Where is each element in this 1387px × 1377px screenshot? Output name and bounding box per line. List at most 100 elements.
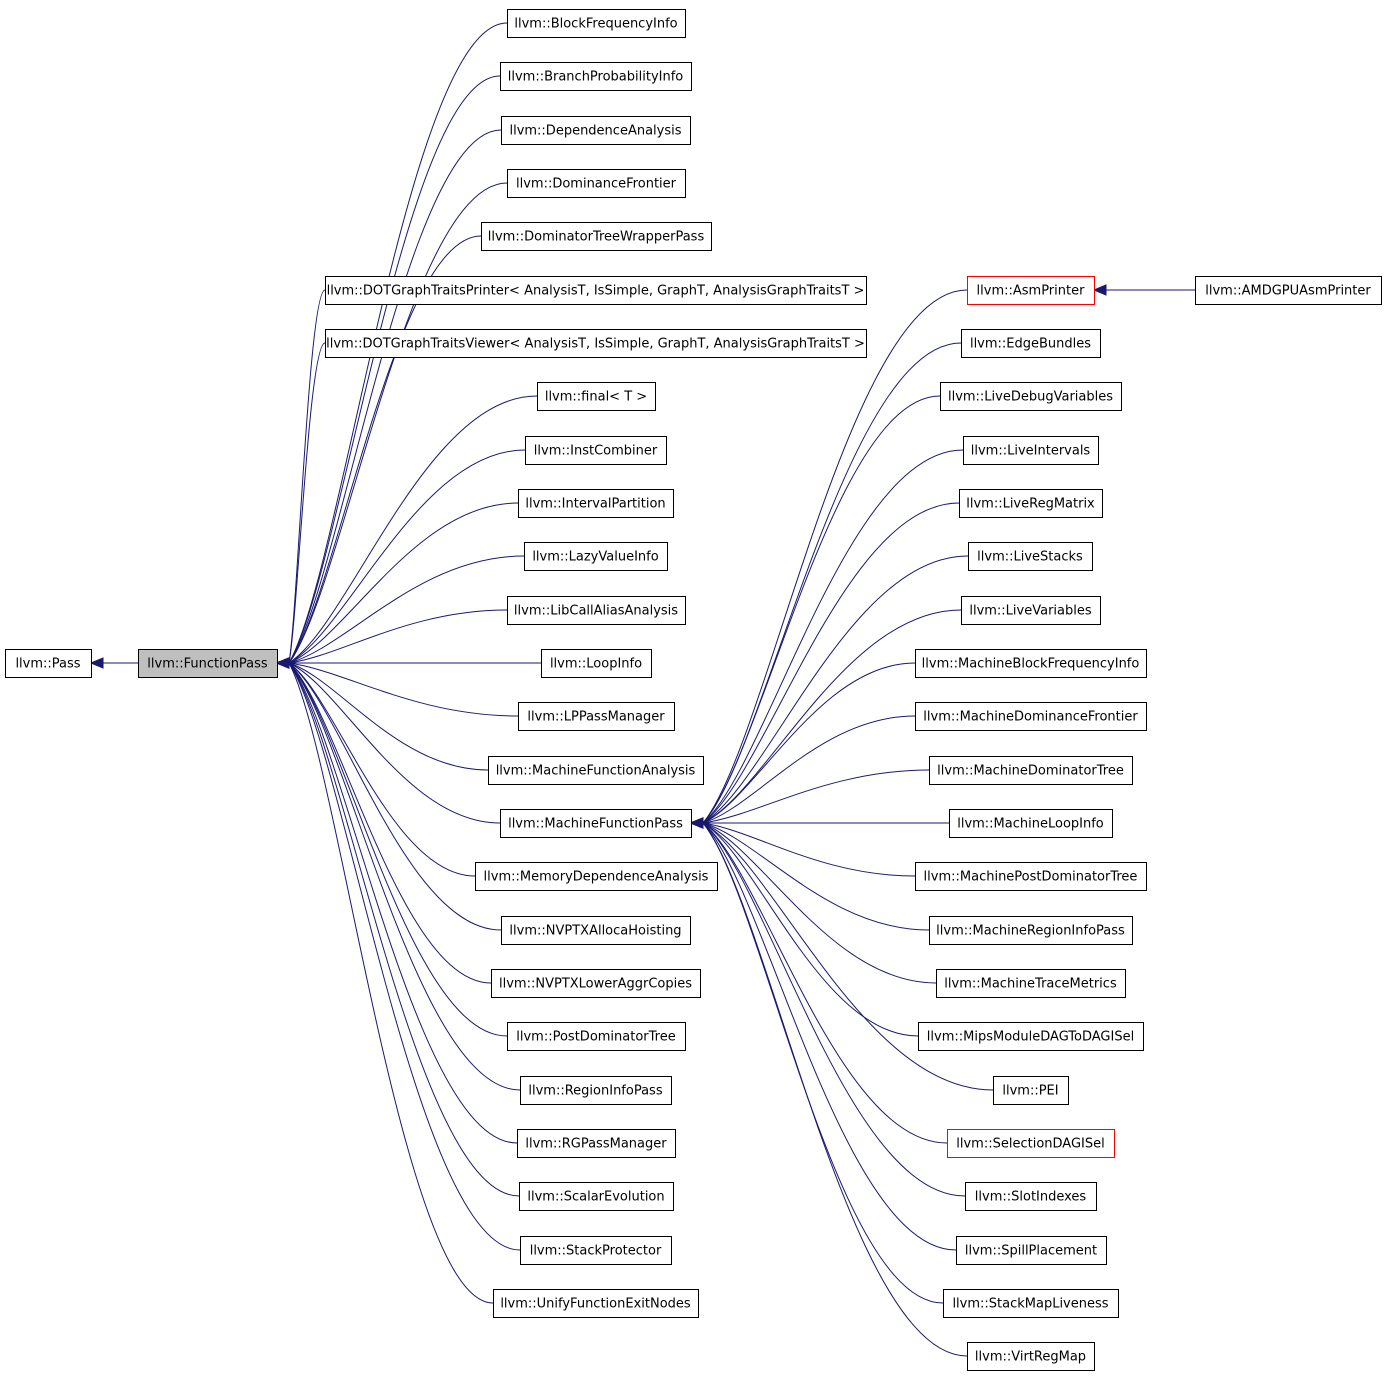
node-dot-graph-traits-viewer[interactable]: llvm::DOTGraphTraitsViewer< AnalysisT, I… xyxy=(325,329,867,358)
node-virt-reg-map[interactable]: llvm::VirtRegMap xyxy=(967,1342,1095,1371)
node-machine-dominator-tree[interactable]: llvm::MachineDominatorTree xyxy=(929,756,1133,785)
node-label: llvm::MachineLoopInfo xyxy=(957,817,1104,832)
node-machine-loop-info[interactable]: llvm::MachineLoopInfo xyxy=(949,809,1113,838)
node-label: llvm::LoopInfo xyxy=(550,657,642,672)
edge-line xyxy=(702,822,948,1144)
node-lib-call-alias-analysis[interactable]: llvm::LibCallAliasAnalysis xyxy=(507,596,686,625)
node-mips-module-dag-to-dag-isel[interactable]: llvm::MipsModuleDAGToDAGISel xyxy=(918,1022,1144,1051)
node-lazy-value-info[interactable]: llvm::LazyValueInfo xyxy=(524,542,668,571)
edge-selection-dag-isel-to-machine-function-pass xyxy=(689,817,948,1144)
node-label: llvm::LibCallAliasAnalysis xyxy=(514,604,678,619)
node-live-debug-variables[interactable]: llvm::LiveDebugVariables xyxy=(940,382,1122,411)
node-dominator-tree-wrapper-pass[interactable]: llvm::DominatorTreeWrapperPass xyxy=(481,222,712,251)
node-selection-dag-isel[interactable]: llvm::SelectionDAGISel xyxy=(947,1129,1115,1158)
node-label: llvm::MachineBlockFrequencyInfo xyxy=(922,657,1140,672)
node-live-intervals[interactable]: llvm::LiveIntervals xyxy=(963,436,1099,465)
node-stack-map-liveness[interactable]: llvm::StackMapLiveness xyxy=(943,1289,1119,1318)
node-region-info-pass[interactable]: llvm::RegionInfoPass xyxy=(520,1076,672,1105)
node-asm-printer[interactable]: llvm::AsmPrinter xyxy=(967,276,1095,305)
node-amdgpu-asm-printer[interactable]: llvm::AMDGPUAsmPrinter xyxy=(1195,276,1382,305)
node-nvptx-lower-aggr-copies[interactable]: llvm::NVPTXLowerAggrCopies xyxy=(491,969,701,998)
node-box xyxy=(325,329,867,358)
node-box xyxy=(947,1129,1115,1158)
node-live-stacks[interactable]: llvm::LiveStacks xyxy=(968,542,1093,571)
node-function-pass[interactable]: llvm::FunctionPass xyxy=(138,649,278,678)
node-inst-combiner[interactable]: llvm::InstCombiner xyxy=(525,436,667,465)
edge-line xyxy=(288,662,492,984)
node-box xyxy=(525,436,667,465)
node-box xyxy=(5,649,92,678)
node-label: llvm::MachineFunctionPass xyxy=(508,817,683,832)
node-label: llvm::IntervalPartition xyxy=(525,497,665,512)
node-dot-graph-traits-printer[interactable]: llvm::DOTGraphTraitsPrinter< AnalysisT, … xyxy=(325,276,867,305)
node-pei[interactable]: llvm::PEI xyxy=(993,1076,1069,1105)
node-label: llvm::ScalarEvolution xyxy=(527,1190,664,1205)
node-scalar-evolution[interactable]: llvm::ScalarEvolution xyxy=(519,1182,674,1211)
node-final-t[interactable]: llvm::final< T > xyxy=(537,382,656,411)
edge-function-pass-to-pass xyxy=(89,657,138,669)
node-box xyxy=(959,489,1103,518)
node-box xyxy=(943,1289,1119,1318)
node-live-reg-matrix[interactable]: llvm::LiveRegMatrix xyxy=(959,489,1103,518)
edge-line xyxy=(702,822,930,931)
edge-line xyxy=(288,449,526,664)
node-lp-pass-manager[interactable]: llvm::LPPassManager xyxy=(518,702,675,731)
node-label: llvm::UnifyFunctionExitNodes xyxy=(500,1297,691,1312)
node-label: llvm::MachineDominatorTree xyxy=(937,764,1124,779)
node-memory-dependence-analysis[interactable]: llvm::MemoryDependenceAnalysis xyxy=(475,862,718,891)
node-box xyxy=(507,596,686,625)
node-label: llvm::EdgeBundles xyxy=(970,337,1091,352)
node-box xyxy=(918,1022,1144,1051)
node-box xyxy=(541,649,652,678)
node-box xyxy=(520,1076,672,1105)
node-box xyxy=(500,809,692,838)
node-machine-trace-metrics[interactable]: llvm::MachineTraceMetrics xyxy=(936,969,1126,998)
node-branch-probability-info[interactable]: llvm::BranchProbabilityInfo xyxy=(500,62,692,91)
node-box xyxy=(915,862,1147,891)
node-box xyxy=(929,916,1133,945)
node-box xyxy=(507,1022,686,1051)
edge-line xyxy=(702,822,957,1251)
node-loop-info[interactable]: llvm::LoopInfo xyxy=(541,649,652,678)
node-rg-pass-manager[interactable]: llvm::RGPassManager xyxy=(517,1129,676,1158)
node-live-variables[interactable]: llvm::LiveVariables xyxy=(961,596,1101,625)
node-pass[interactable]: llvm::Pass xyxy=(5,649,92,678)
node-machine-function-pass[interactable]: llvm::MachineFunctionPass xyxy=(500,809,692,838)
edge-stack-protector-to-function-pass xyxy=(275,657,521,1251)
edge-line xyxy=(702,822,968,1357)
node-machine-dominance-frontier[interactable]: llvm::MachineDominanceFrontier xyxy=(915,702,1147,731)
node-label: llvm::LiveIntervals xyxy=(971,444,1091,459)
edge-line xyxy=(702,609,962,824)
edge-arrowhead xyxy=(689,817,704,829)
node-edge-bundles[interactable]: llvm::EdgeBundles xyxy=(961,329,1101,358)
node-block-frequency-info[interactable]: llvm::BlockFrequencyInfo xyxy=(507,9,686,38)
node-label: llvm::MachinePostDominatorTree xyxy=(924,870,1138,885)
node-dominance-frontier[interactable]: llvm::DominanceFrontier xyxy=(507,169,686,198)
node-label: llvm::StackMapLiveness xyxy=(952,1297,1108,1312)
node-dependence-analysis[interactable]: llvm::DependenceAnalysis xyxy=(501,116,691,145)
node-box xyxy=(963,436,1099,465)
edge-line xyxy=(288,662,501,824)
node-label: llvm::AsmPrinter xyxy=(977,284,1086,299)
node-label: llvm::DependenceAnalysis xyxy=(509,124,681,139)
node-machine-block-frequency-info[interactable]: llvm::MachineBlockFrequencyInfo xyxy=(915,649,1147,678)
node-machine-post-dominator-tree[interactable]: llvm::MachinePostDominatorTree xyxy=(915,862,1147,891)
node-box xyxy=(956,1236,1107,1265)
edge-final-t-to-function-pass xyxy=(275,395,538,669)
node-slot-indexes[interactable]: llvm::SlotIndexes xyxy=(965,1182,1097,1211)
nodes-layer: llvm::Pass llvm::FunctionPass llvm::BlockF… xyxy=(5,9,1382,1371)
node-unify-function-exit-nodes[interactable]: llvm::UnifyFunctionExitNodes xyxy=(493,1289,699,1318)
node-interval-partition[interactable]: llvm::IntervalPartition xyxy=(518,489,674,518)
node-nvptx-alloca-hoisting[interactable]: llvm::NVPTXAllocaHoisting xyxy=(501,916,691,945)
node-label: llvm::DominanceFrontier xyxy=(516,177,677,192)
node-label: llvm::PostDominatorTree xyxy=(516,1030,675,1045)
node-post-dominator-tree[interactable]: llvm::PostDominatorTree xyxy=(507,1022,686,1051)
node-label: llvm::MachineTraceMetrics xyxy=(944,977,1117,992)
node-machine-region-info-pass[interactable]: llvm::MachineRegionInfoPass xyxy=(929,916,1133,945)
edge-line xyxy=(288,662,494,1304)
node-machine-function-analysis[interactable]: llvm::MachineFunctionAnalysis xyxy=(488,756,704,785)
node-spill-placement[interactable]: llvm::SpillPlacement xyxy=(956,1236,1107,1265)
node-label: llvm::RGPassManager xyxy=(525,1137,667,1152)
node-box xyxy=(501,116,691,145)
node-stack-protector[interactable]: llvm::StackProtector xyxy=(520,1236,672,1265)
